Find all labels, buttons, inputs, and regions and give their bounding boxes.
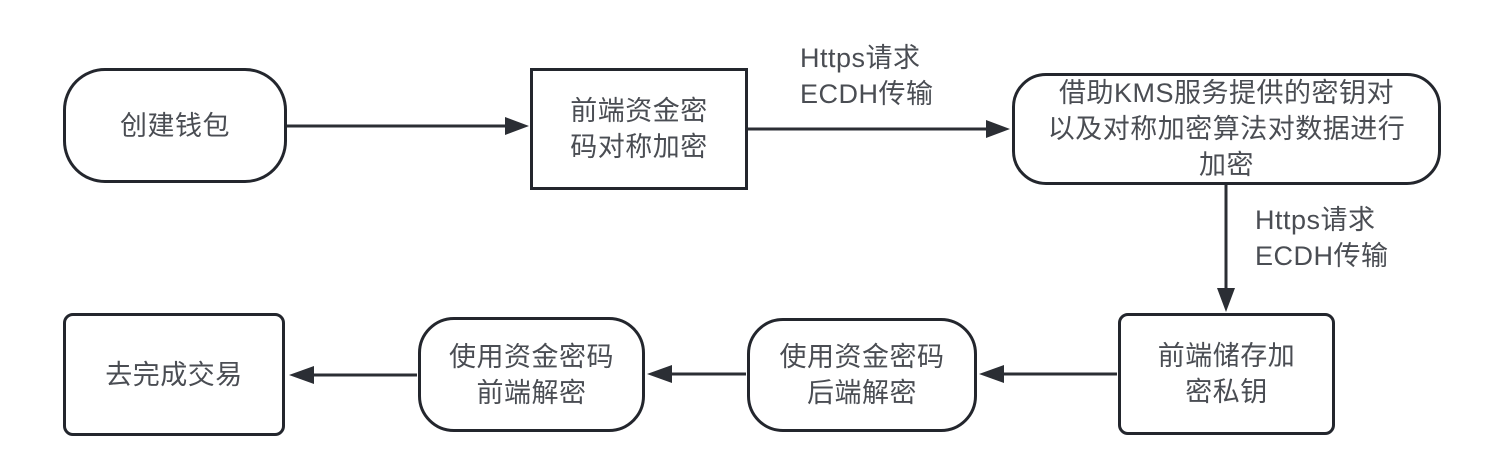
edge-kms-to-store-key bbox=[1217, 185, 1235, 312]
node-frontend-decrypt-line1: 使用资金密码 bbox=[449, 341, 614, 372]
edge-create-to-frontend-encrypt bbox=[287, 117, 529, 135]
node-backend-decrypt-line2: 后端解密 bbox=[807, 378, 917, 408]
node-frontend-decrypt-line2: 前端解密 bbox=[476, 377, 587, 408]
edge-label-top-line2: ECDH传输 bbox=[800, 79, 934, 109]
node-frontend-fund-password-encrypt: 前端资金密 码对称加密 bbox=[530, 68, 748, 190]
edge-store-key-to-backend-decrypt bbox=[979, 365, 1117, 383]
edge-label-right-line2: ECDH传输 bbox=[1255, 241, 1389, 271]
node-backend-decrypt: 使用资金密码 后端解密 bbox=[747, 318, 977, 432]
edge-label-https-ecdh-top: Https请求 ECDH传输 bbox=[800, 40, 934, 112]
edge-label-https-ecdh-right: Https请求 ECDH传输 bbox=[1255, 202, 1389, 274]
edge-label-top-line1: Https请求 bbox=[800, 43, 921, 73]
node-frontend-decrypt: 使用资金密码 前端解密 bbox=[418, 317, 645, 432]
node-backend-decrypt-line1: 使用资金密码 bbox=[779, 342, 945, 372]
node-frontend-encrypt-line1: 前端资金密 bbox=[570, 96, 708, 126]
edge-frontend-encrypt-to-kms bbox=[748, 120, 1010, 138]
edge-backend-to-frontend-decrypt bbox=[647, 365, 746, 383]
edge-frontend-decrypt-to-complete-trade bbox=[289, 366, 417, 384]
node-store-key-line2: 密私钥 bbox=[1185, 377, 1268, 407]
node-frontend-encrypt-line2: 码对称加密 bbox=[570, 132, 708, 162]
node-kms-line1: 借助KMS服务提供的密钥对 bbox=[1058, 78, 1394, 108]
node-frontend-store-encrypted-key: 前端储存加 密私钥 bbox=[1118, 313, 1335, 435]
node-store-key-line1: 前端储存加 bbox=[1157, 341, 1296, 371]
node-complete-trade: 去完成交易 bbox=[63, 313, 285, 436]
node-complete-trade-label: 去完成交易 bbox=[105, 359, 243, 390]
edge-label-right-line1: Https请求 bbox=[1255, 205, 1376, 235]
node-kms-symmetric-encrypt: 借助KMS服务提供的密钥对 以及对称加密算法对数据进行 加密 bbox=[1012, 73, 1441, 185]
node-create-wallet: 创建钱包 bbox=[63, 68, 287, 183]
node-create-wallet-label: 创建钱包 bbox=[120, 110, 230, 141]
node-kms-line2: 以及对称加密算法对数据进行 bbox=[1047, 114, 1406, 144]
node-kms-line3: 加密 bbox=[1199, 150, 1254, 180]
